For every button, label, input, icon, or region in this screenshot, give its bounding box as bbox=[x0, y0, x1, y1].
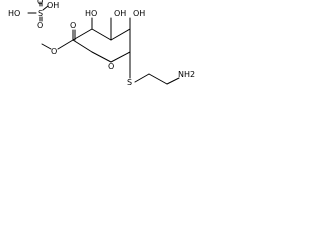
sugar-ho-left-label: HO bbox=[85, 9, 97, 18]
bond-ch2-n bbox=[166, 77, 180, 85]
sulfuric-acid-fragment: HO S OH O O bbox=[8, 0, 59, 30]
chemical-structure-diagram: HO S OH O O HO OH OH O bbox=[8, 0, 195, 87]
ester-bond-c6-o bbox=[57, 39, 74, 50]
ring-bond-c4-c3 bbox=[91, 28, 112, 41]
acid-oxygen-bottom-label: O bbox=[37, 21, 43, 30]
sugar-oh-middle-label: OH bbox=[114, 9, 126, 18]
ester-bond-o-methyl bbox=[41, 43, 52, 50]
ester-oxygen-label: O bbox=[51, 47, 57, 56]
bond-s-ch2 bbox=[134, 73, 150, 83]
ring-oxygen-label: O bbox=[108, 62, 114, 71]
ester-carbonyl-oxygen-label: O bbox=[70, 21, 76, 30]
ring-bond-c1-o bbox=[110, 51, 131, 63]
acid-oxygen-top-label: O bbox=[37, 0, 43, 6]
sugar-oh-right-label: OH bbox=[133, 9, 145, 18]
acid-oh-label: OH bbox=[47, 1, 59, 10]
bond-ch2-ch2 bbox=[148, 73, 168, 85]
sugar-ring-fragment: HO OH OH O bbox=[72, 9, 145, 71]
thioether-aminoethyl-fragment: S NH2 bbox=[127, 51, 195, 87]
ring-bond-c3-c2 bbox=[110, 28, 131, 41]
ring-bond-c5-c6 bbox=[72, 39, 93, 53]
amine-label: NH2 bbox=[178, 70, 195, 79]
acid-bond-s-oh bbox=[42, 5, 49, 11]
ring-bond-c5-c4 bbox=[72, 28, 93, 41]
methyl-ester-fragment: O O bbox=[41, 21, 76, 56]
thioether-sulfur-label: S bbox=[127, 78, 132, 87]
acid-sulfur-label: S bbox=[38, 9, 43, 18]
acid-ho-label: HO bbox=[8, 9, 20, 18]
ring-bond-o-c5 bbox=[91, 51, 112, 63]
structure-canvas: HO S OH O O HO OH OH O bbox=[0, 0, 201, 100]
